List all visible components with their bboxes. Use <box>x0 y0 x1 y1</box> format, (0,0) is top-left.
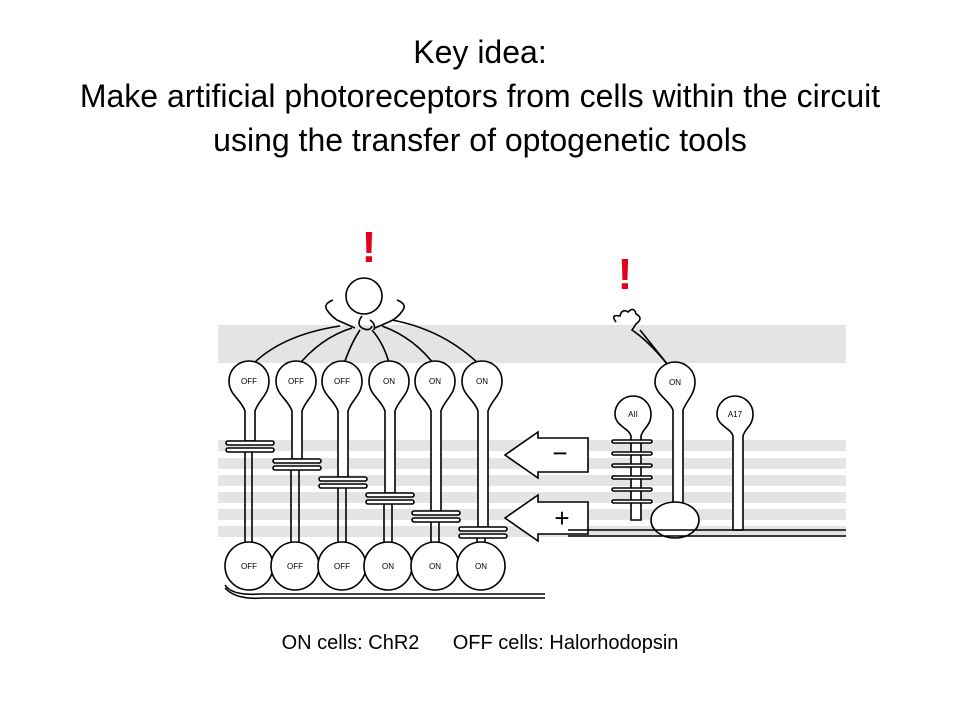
ganglion-cell: ON <box>456 541 506 591</box>
ganglion-label: OFF <box>241 562 257 571</box>
aii-amacrine-cell: AII <box>611 395 653 521</box>
ganglion-label: ON <box>475 562 487 571</box>
excitatory-arrow: + <box>503 493 589 543</box>
outer-plexiform-band <box>218 325 846 363</box>
bipolar-label: OFF <box>334 377 350 386</box>
minus-sign: − <box>552 438 567 468</box>
exclamation-right: ! <box>618 250 633 299</box>
plus-sign: + <box>554 503 569 533</box>
ganglion-cells: OFF OFF OFF ON ON ON <box>224 541 506 591</box>
bipolar-label: ON <box>476 377 488 386</box>
bipolar-terminals <box>225 440 508 539</box>
bipolar-cell: OFF <box>275 360 317 460</box>
caption-on-cells: ON cells: ChR2 <box>281 632 420 654</box>
ganglion-cell: OFF <box>270 541 320 591</box>
photoreceptor-terminal <box>325 277 405 331</box>
aii-synapses <box>611 439 653 504</box>
bipolar-label: OFF <box>241 377 257 386</box>
ipl-band-3 <box>218 475 846 486</box>
rod-bipolar-terminal <box>568 501 846 539</box>
exclamation-left: ! <box>362 223 377 272</box>
rod-bipolar-label: ON <box>669 378 681 387</box>
bipolar-cell: ON <box>368 360 410 494</box>
ganglion-label: ON <box>382 562 394 571</box>
a17-label: A17 <box>728 410 743 419</box>
bipolar-label: OFF <box>288 377 304 386</box>
caption: ON cells: ChR2 OFF cells: Halorhodopsin <box>0 632 960 655</box>
title-line-3: using the transfer of optogenetic tools <box>213 122 747 158</box>
ipl-band-4 <box>218 492 846 503</box>
bipolar-cell: OFF <box>321 360 363 478</box>
bipolar-cell: ON <box>461 360 503 528</box>
caption-off-cells: OFF cells: Halorhodopsin <box>452 632 679 654</box>
a17-amacrine-cell: A17 <box>716 395 754 531</box>
ganglion-cell: ON <box>410 541 460 591</box>
ganglion-dendrites <box>244 452 486 544</box>
inhibitory-arrow: − <box>503 430 589 480</box>
bipolar-label: ON <box>383 377 395 386</box>
title-line-1: Key idea: <box>413 34 547 70</box>
ganglion-axons <box>224 584 545 600</box>
ganglion-cell: ON <box>363 541 413 591</box>
bipolar-label: ON <box>429 377 441 386</box>
ganglion-cell: OFF <box>317 541 367 591</box>
title-line-2: Make artificial photoreceptors from cell… <box>79 78 881 114</box>
ganglion-label: OFF <box>287 562 303 571</box>
aii-label: AII <box>628 410 638 419</box>
ganglion-label: OFF <box>334 562 350 571</box>
ganglion-cell: OFF <box>224 541 274 591</box>
bipolar-cell: OFF <box>228 360 270 442</box>
title-block: Key idea: Make artificial photoreceptors… <box>0 30 960 162</box>
bipolar-cell: ON <box>414 360 456 512</box>
ganglion-label: ON <box>429 562 441 571</box>
bipolar-cells: OFF OFF OFF ON ON ON <box>228 360 503 528</box>
rod-bipolar-cell: ON <box>612 308 696 507</box>
